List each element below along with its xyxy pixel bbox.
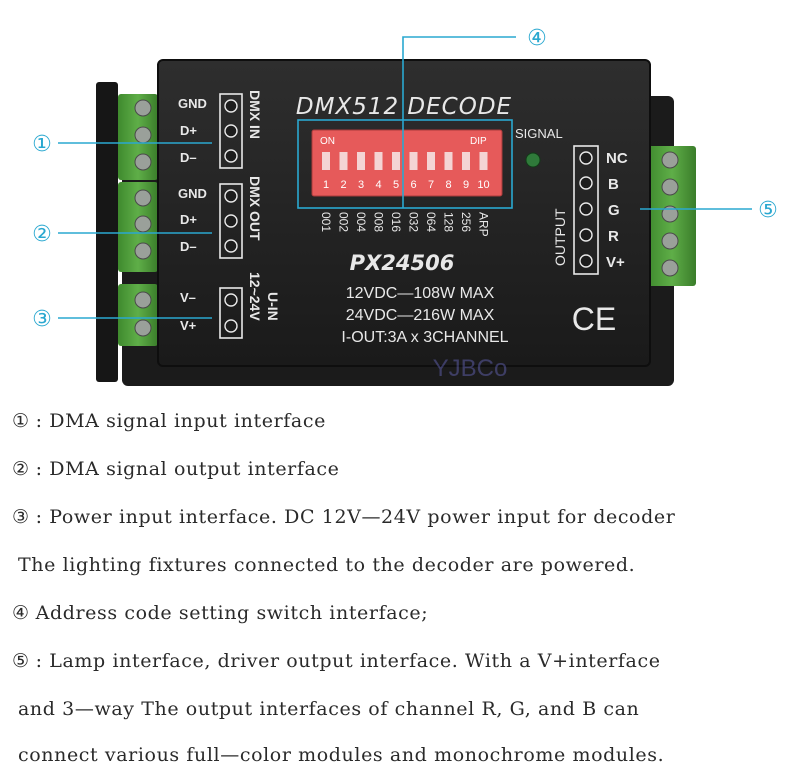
- dip-value-8: 128: [442, 212, 456, 232]
- dip-value-5: 016: [389, 212, 403, 232]
- dmx-in-terminal: [118, 94, 158, 180]
- dip-value-3: 004: [354, 212, 368, 232]
- legend-line-8: connect various full—color modules and m…: [18, 744, 665, 766]
- power-terminal: [118, 284, 158, 346]
- decoder-diagram: DMX512 DECODE GND D+ D– GND D+ D– V– V+ …: [32, 26, 778, 386]
- dmx-in-pin-3: D–: [180, 150, 197, 165]
- dip-toggle-8[interactable]: [444, 152, 453, 170]
- dip-value-6: 032: [407, 212, 421, 232]
- callout-3: ③: [32, 307, 52, 332]
- dip-toggle-5[interactable]: [392, 152, 400, 170]
- dip-toggle-10[interactable]: [479, 152, 488, 170]
- mounting-hole-left: [96, 82, 118, 382]
- output-pin-g: G: [608, 202, 620, 219]
- dip-toggle-3[interactable]: [357, 152, 365, 170]
- dip-number-5: 5: [393, 179, 399, 191]
- dip-toggle-1[interactable]: [322, 152, 330, 170]
- dip-on-label: ON: [320, 136, 335, 147]
- dmx-out-terminal: [118, 182, 158, 272]
- dip-toggle-4[interactable]: [374, 152, 383, 170]
- legend-line-6: ⑤: Lamp interface, driver output interfa…: [12, 650, 661, 672]
- spec-12v: 12VDC—108W MAX: [346, 285, 495, 302]
- power-label-voltage: 12~24V: [247, 272, 263, 321]
- dip-number-1: 1: [323, 179, 329, 191]
- watermark: YJBCo: [433, 355, 508, 382]
- spec-iout: I-OUT:3A x 3CHANNEL: [341, 329, 508, 346]
- dmx-in-pin-box: [219, 93, 243, 169]
- dip-value-1: 001: [319, 212, 333, 232]
- output-pin-vplus: V+: [606, 254, 625, 271]
- callout-4: ④: [527, 26, 547, 51]
- dip-number-2: 2: [340, 179, 346, 191]
- dip-number-9: 9: [463, 179, 469, 191]
- power-pin-box: [219, 287, 243, 339]
- dip-number-10: 10: [477, 179, 489, 191]
- output-label: OUTPUT: [552, 208, 568, 266]
- legend-line-1: ①: DMA signal input interface: [12, 410, 326, 432]
- dip-toggle-6[interactable]: [409, 152, 418, 170]
- decoder-body: [157, 59, 651, 367]
- dmx-in-label: DMX IN: [247, 90, 263, 139]
- dmx-out-label: DMX OUT: [247, 176, 263, 241]
- dip-number-7: 7: [428, 179, 434, 191]
- legend-line-3: ③: Power input interface. DC 12V—24V pow…: [12, 506, 676, 528]
- dip-toggle-9[interactable]: [462, 152, 470, 170]
- dmx-out-pin-box: [219, 183, 243, 259]
- dmx-out-pin-1: GND: [178, 186, 207, 201]
- spec-24v: 24VDC—216W MAX: [346, 307, 495, 324]
- model-number: PX24506: [350, 251, 455, 275]
- dmx-in-pin-2: D+: [180, 123, 197, 138]
- dip-value-9: 256: [459, 212, 473, 232]
- ce-mark: CE: [572, 301, 616, 337]
- dip-value-4: 008: [372, 212, 386, 232]
- power-label-uin: U-IN: [265, 292, 281, 321]
- dip-value-10: ARP: [477, 212, 491, 237]
- output-pin-nc: NC: [606, 150, 628, 167]
- dmx-out-pin-3: D–: [180, 239, 197, 254]
- dip-label: DIP: [470, 136, 487, 147]
- callout-2: ②: [32, 222, 52, 247]
- dip-highlight-box: [297, 119, 513, 209]
- dip-number-4: 4: [375, 179, 381, 191]
- output-pin-box: [573, 145, 599, 275]
- legend-line-2: ②: DMA signal output interface: [12, 458, 340, 480]
- dip-toggle-2[interactable]: [339, 152, 348, 170]
- legend-line-4: The lighting fixtures connected to the d…: [18, 554, 636, 576]
- dip-number-3: 3: [358, 179, 364, 191]
- output-terminal: [648, 146, 696, 286]
- callout-4-line: [402, 36, 516, 208]
- power-pin-1: V–: [180, 290, 196, 305]
- output-pin-b: B: [608, 176, 619, 193]
- dip-number-8: 8: [445, 179, 451, 191]
- power-pin-2: V+: [180, 318, 197, 333]
- legend-line-7: and 3—way The output interfaces of chann…: [18, 698, 640, 720]
- signal-label: SIGNAL: [515, 126, 563, 141]
- device-title: DMX512 DECODE: [296, 94, 512, 120]
- dmx-out-pin-2: D+: [180, 212, 197, 227]
- signal-led: [525, 152, 541, 168]
- callout-1: ①: [32, 132, 52, 157]
- dip-value-7: 064: [424, 212, 438, 232]
- dip-value-2: 002: [337, 212, 351, 232]
- callout-5: ⑤: [758, 198, 778, 223]
- dip-number-6: 6: [410, 179, 416, 191]
- dip-toggle-7[interactable]: [427, 152, 435, 170]
- output-pin-r: R: [608, 228, 619, 245]
- dmx-in-pin-1: GND: [178, 96, 207, 111]
